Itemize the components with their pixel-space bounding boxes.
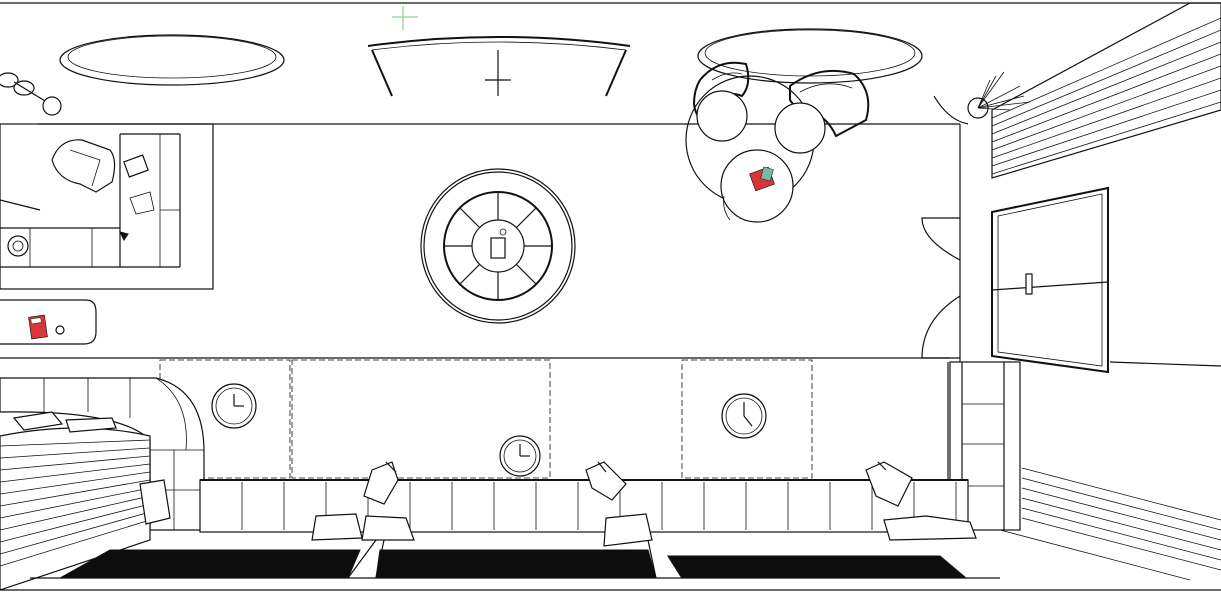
wall-panels [159, 359, 813, 479]
side-table-with-magazine [0, 299, 97, 345]
round-rug-medallion [420, 168, 576, 324]
wall-mirror [991, 186, 1109, 374]
desk-with-chair [0, 123, 214, 290]
pendant-lamp [0, 72, 62, 116]
oval-ceiling-light-left [59, 34, 285, 86]
floor-rug [30, 549, 1000, 579]
wall-clock-right [721, 393, 767, 439]
wall-clock-left [211, 383, 257, 429]
gridline-marker [392, 6, 418, 30]
bench-pillows [311, 513, 977, 547]
potted-plant [933, 71, 1031, 125]
wall-clock-center [499, 435, 541, 477]
wall-slat-panel-bottom [999, 467, 1221, 581]
rug-divider-lines [347, 539, 683, 579]
arched-panel-light [367, 36, 631, 97]
round-coffee-table [720, 149, 794, 223]
wall-shelf-right [949, 361, 1021, 531]
lounge-chairs-pair [685, 61, 870, 205]
wall-sconce-1 [363, 461, 399, 505]
swing-door [921, 217, 961, 359]
wall-sconce-3 [865, 461, 913, 507]
wall-slat-panel-top [991, 2, 1221, 179]
wall-sconce-2 [585, 461, 627, 501]
